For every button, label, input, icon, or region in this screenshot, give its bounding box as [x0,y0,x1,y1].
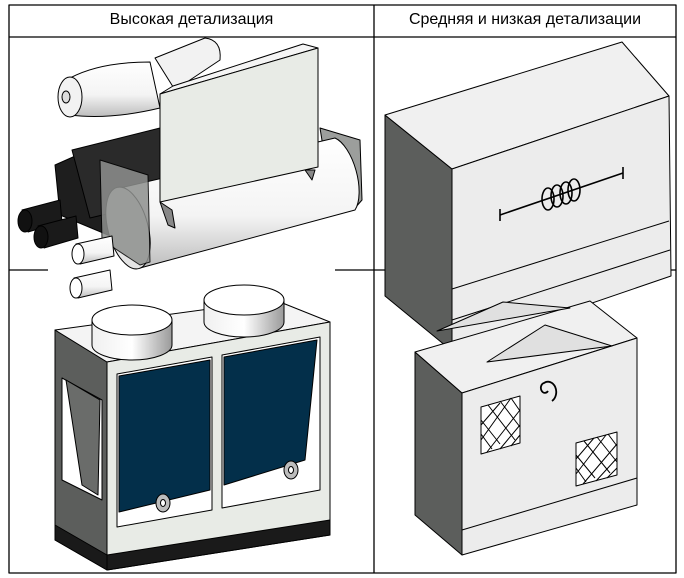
grille-left [480,395,521,455]
fan-right [203,284,285,338]
coil-symbol [499,167,624,221]
box-front-face [451,95,672,352]
coil-panel-left [118,359,211,513]
pipe-flange-left [155,493,171,513]
compressor-body [69,61,161,117]
spiral-symbol [539,380,558,402]
coil-panel-right [223,339,318,486]
header-medium-low-detail: Средняя и низкая детализации [408,11,642,28]
chiller-high-detail-drawing [17,37,363,299]
control-box-front [159,47,319,203]
pipe-flange-right [283,460,299,480]
fan-left [91,304,173,361]
header-high-detail: Высокая детализация [109,11,274,28]
motor-housing [154,37,221,91]
grille-right [575,431,618,487]
unit-front-face [461,337,638,556]
condenser-low-detail-drawing [414,300,638,556]
white-pipes [69,235,115,299]
dark-pipes [17,199,79,249]
condenser-high-detail-drawing [54,284,331,571]
fan-symbol-top-2 [486,324,613,363]
chiller-low-detail-drawing [384,41,672,352]
fan-symbol-top-1 [436,301,571,332]
